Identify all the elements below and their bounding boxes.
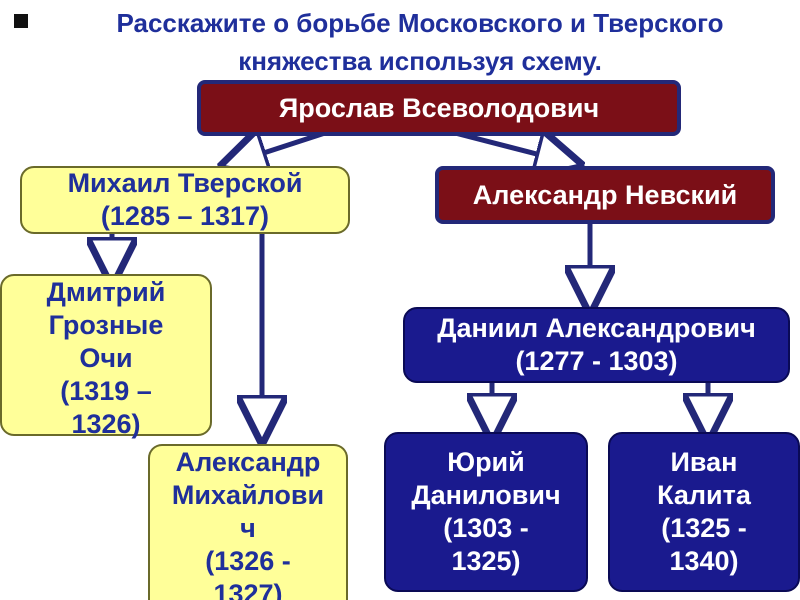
node-ivan-label: Иван Калита (1325 - 1340) bbox=[657, 447, 751, 576]
node-yaroslav: Ярослав Всеволодович bbox=[197, 80, 681, 136]
node-daniil-label: Даниил Александрович (1277 - 1303) bbox=[437, 313, 756, 376]
node-yaroslav-label: Ярослав Всеволодович bbox=[278, 92, 600, 123]
node-daniil: Даниил Александрович (1277 - 1303) bbox=[403, 307, 790, 383]
node-alexander-nevsky: Александр Невский bbox=[435, 166, 775, 224]
arrow-yaroslav-mikhail bbox=[242, 133, 326, 160]
title-line-2: княжества используя схему. bbox=[238, 46, 602, 76]
slide-title: Расскажите о борьбе Московского и Тверск… bbox=[40, 4, 800, 80]
slide-header: Расскажите о борьбе Московского и Тверск… bbox=[0, 0, 800, 80]
node-yuri: Юрий Данилович (1303 - 1325) bbox=[384, 432, 588, 592]
node-ivan: Иван Калита (1325 - 1340) bbox=[608, 432, 800, 592]
node-mikhail: Михаил Тверской (1285 – 1317) bbox=[20, 166, 350, 234]
arrow-yaroslav-nevsky bbox=[454, 133, 560, 160]
node-alexander-mikhailovich-label: Александр Михайлови ч (1326 - 1327) bbox=[171, 447, 325, 600]
node-dmitry-label: Дмитрий Грозные Очи (1319 – 1326) bbox=[46, 277, 166, 439]
title-line-1: Расскажите о борьбе Московского и Тверск… bbox=[116, 8, 724, 38]
node-alexander-mikhailovich: Александр Михайлови ч (1326 - 1327) bbox=[148, 444, 348, 600]
node-mikhail-label: Михаил Тверской (1285 – 1317) bbox=[67, 168, 303, 231]
node-yuri-label: Юрий Данилович (1303 - 1325) bbox=[411, 447, 561, 576]
bullet-square-icon bbox=[14, 14, 28, 28]
node-alexander-nevsky-label: Александр Невский bbox=[472, 179, 738, 210]
node-dmitry: Дмитрий Грозные Очи (1319 – 1326) bbox=[0, 274, 212, 439]
